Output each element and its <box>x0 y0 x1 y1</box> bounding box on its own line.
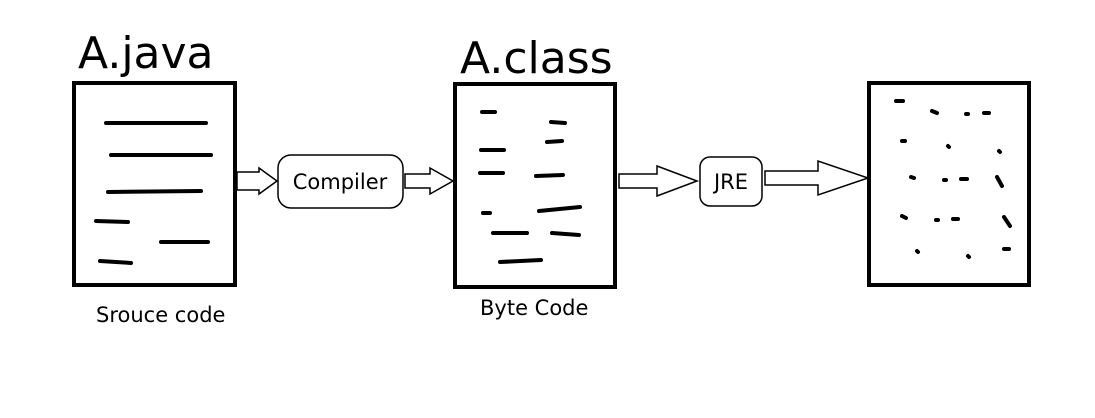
compiler-label: Compiler <box>293 170 388 194</box>
source-file-document <box>72 81 237 287</box>
bytecode-file-title: A.class <box>460 33 613 84</box>
jre-label: JRE <box>712 170 748 194</box>
arrow-jre-to-output <box>764 159 871 197</box>
source-code-lines <box>94 121 213 265</box>
arrow-bytecode-to-jre <box>618 164 700 198</box>
compiler-box <box>277 154 404 209</box>
bytecode-lines <box>478 110 582 264</box>
arrow-source-to-compiler <box>236 166 279 196</box>
source-file-title: A.java <box>78 28 214 79</box>
machine-code-document <box>867 81 1031 287</box>
machine-code-marks <box>894 99 1012 259</box>
source-code-caption: Srouce code <box>96 303 225 327</box>
bytecode-caption: Byte Code <box>480 296 588 320</box>
jre-box <box>699 156 763 207</box>
bytecode-file-document <box>453 82 617 289</box>
arrow-compiler-to-bytecode <box>404 166 455 196</box>
